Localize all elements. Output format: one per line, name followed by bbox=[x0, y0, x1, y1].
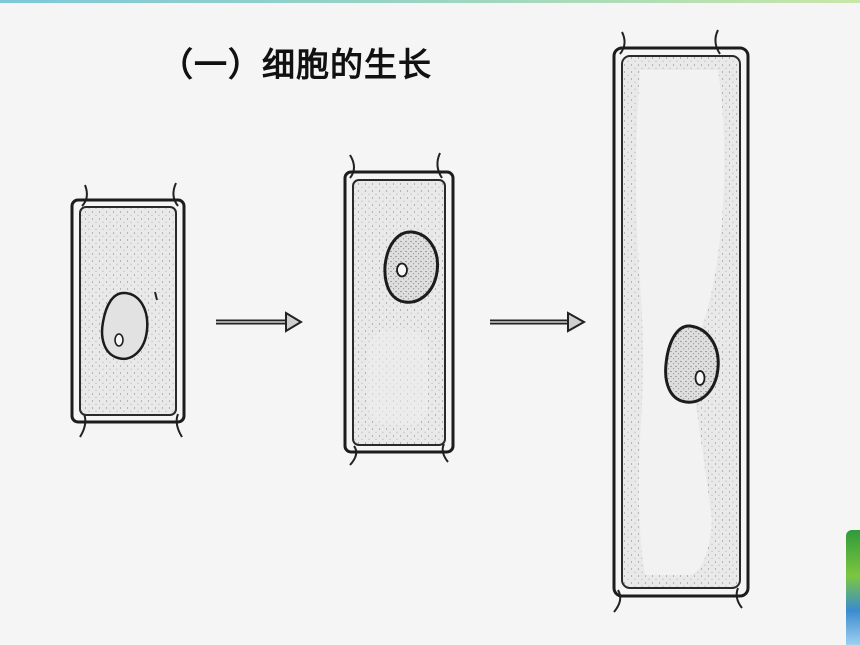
nucleus-large bbox=[664, 324, 720, 404]
cell-large bbox=[612, 29, 750, 613]
nucleolus-small bbox=[114, 333, 124, 347]
cell-medium bbox=[343, 152, 455, 466]
slide-title: （一）细胞的生长 bbox=[160, 45, 432, 84]
cell-small bbox=[70, 182, 186, 438]
nucleolus-medium bbox=[396, 262, 408, 278]
nucleolus-large bbox=[694, 370, 706, 386]
arrow-2 bbox=[490, 311, 587, 333]
top-accent-stripe bbox=[0, 0, 860, 3]
arrow-1 bbox=[216, 311, 303, 333]
nucleus-medium bbox=[383, 230, 440, 304]
vacuole-large bbox=[636, 70, 725, 575]
nucleus-small bbox=[100, 291, 149, 361]
corner-decoration bbox=[846, 530, 860, 645]
